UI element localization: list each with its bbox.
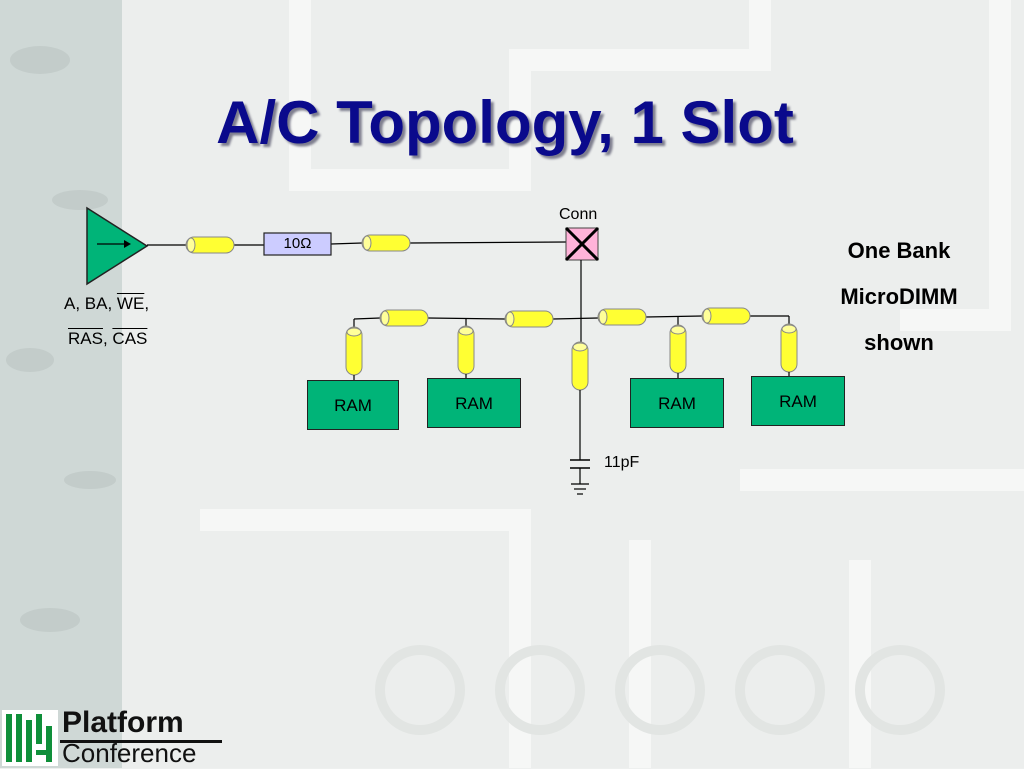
transmission-line-segment: [379, 309, 429, 327]
connector-label: Conn: [559, 206, 598, 223]
signal-cas: CAS: [112, 329, 148, 348]
logo-platform-text: Platform: [62, 706, 184, 739]
transmission-line-stub: [780, 323, 798, 373]
ram-chip-1: RAM: [307, 380, 399, 430]
transmission-line-segment: [185, 236, 235, 254]
note-line-1: One Bank: [847, 238, 951, 263]
resistor-10ohm: [263, 232, 332, 256]
driver-signals-line2: RAS, CAS: [68, 329, 147, 349]
ground-icon: [571, 483, 589, 495]
transmission-line-stub: [571, 341, 589, 391]
driver-buffer-icon: [86, 206, 149, 286]
note-line-3: shown: [864, 330, 934, 355]
transmission-line-segment: [361, 234, 411, 252]
ram-chip-2: RAM: [427, 378, 521, 428]
logo-conference-text: Conference: [62, 738, 197, 768]
slide-title: A/C Topology, 1 Slot: [216, 89, 794, 156]
platform-conference-logo-icon: [2, 710, 222, 766]
signal-comma: ,: [144, 294, 150, 313]
transmission-line-stub: [669, 324, 687, 374]
ram-chip-4: RAM: [751, 376, 845, 426]
signal-separator: ,: [102, 329, 113, 348]
note-line-2: MicroDIMM: [840, 284, 958, 309]
transmission-line-segment: [701, 307, 751, 325]
capacitor-icon: [570, 459, 590, 484]
signal-we: WE: [116, 294, 145, 313]
transmission-line-stub: [457, 325, 475, 375]
signal-a-ba: A, BA,: [64, 294, 117, 313]
resistor-label: 10Ω: [283, 235, 312, 252]
capacitor-label: 11pF: [604, 454, 640, 471]
transmission-line-segment: [504, 310, 554, 328]
transmission-line-stub: [345, 326, 363, 376]
signal-ras: RAS: [68, 329, 103, 348]
driver-signals-line1: A, BA, WE,: [64, 294, 149, 314]
transmission-line-segment: [597, 308, 647, 326]
ram-chip-3: RAM: [630, 378, 724, 428]
